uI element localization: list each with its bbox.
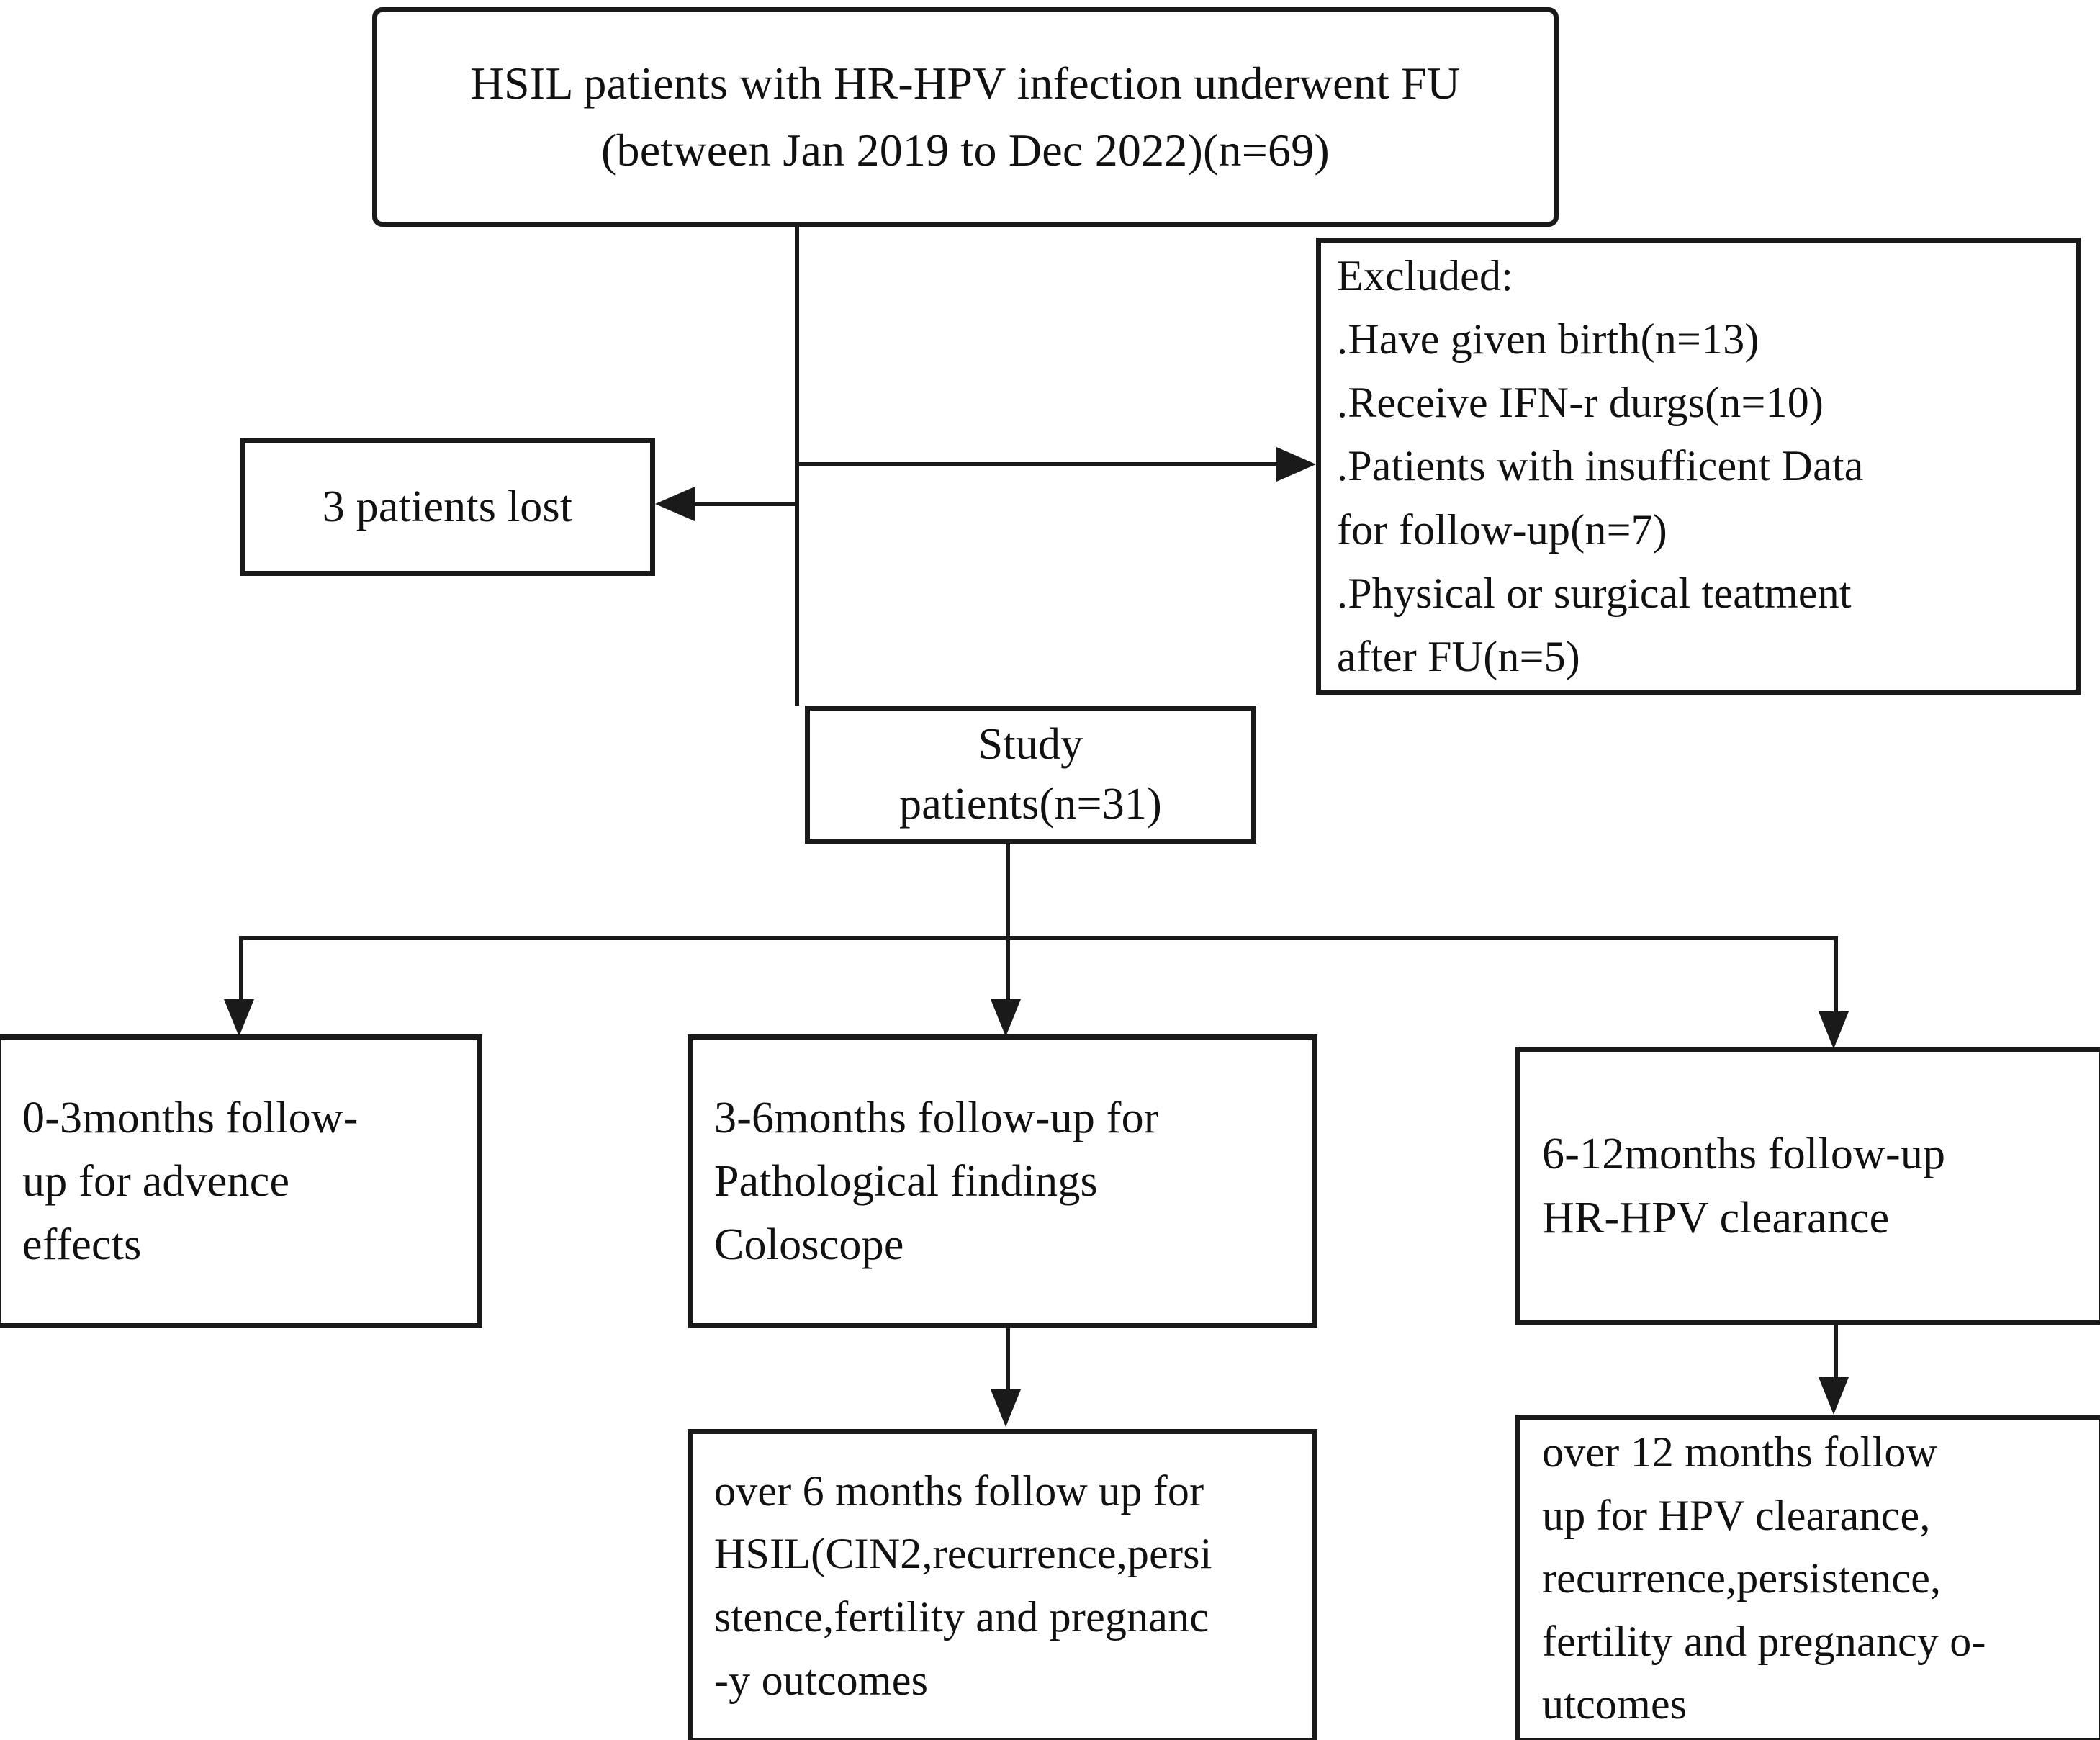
- edge-study-branch-bus: [239, 936, 1838, 940]
- edge-root-to-lost-arrowhead: [655, 487, 695, 521]
- node-excluded-label: Excluded: .Have given birth(n=13) .Recei…: [1337, 251, 1864, 680]
- edge-root-to-lost-line: [695, 502, 799, 506]
- edge-root-to-excluded-arrowhead: [1276, 447, 1316, 482]
- edge-study-to-fu1-arrowhead: [224, 999, 254, 1037]
- edge-root-to-excluded-line: [795, 462, 1281, 466]
- edge-study-trunk: [1006, 844, 1010, 940]
- edge-study-to-fu3-line: [1834, 936, 1838, 1016]
- node-outcome-over-6-months-label: over 6 months follow up for HSIL(CIN2,re…: [714, 1466, 1212, 1704]
- node-root-cohort[interactable]: HSIL patients with HR-HPV infection unde…: [372, 7, 1559, 227]
- edge-fu2-to-out1-arrowhead: [991, 1389, 1021, 1427]
- edge-study-to-fu2-line: [1006, 936, 1010, 1004]
- edge-fu2-to-out1-line: [1006, 1328, 1010, 1394]
- node-outcome-over-12-months[interactable]: over 12 months follow up for HPV clearan…: [1515, 1415, 2100, 1740]
- node-study-patients-label: Study patients(n=31): [899, 719, 1162, 829]
- node-followup-3-6months-label: 3-6months follow-up for Pathological fin…: [714, 1093, 1159, 1270]
- node-followup-6-12months-label: 6-12months follow-up HR-HPV clearance: [1542, 1130, 1946, 1243]
- edge-fu3-to-out2-arrowhead: [1819, 1377, 1849, 1415]
- node-outcome-over-6-months[interactable]: over 6 months follow up for HSIL(CIN2,re…: [688, 1429, 1317, 1740]
- node-patients-lost[interactable]: 3 patients lost: [240, 438, 655, 576]
- node-outcome-over-12-months-label: over 12 months follow up for HPV clearan…: [1542, 1428, 1986, 1728]
- node-followup-0-3months-label: 0-3months follow- up for advence effects: [22, 1093, 359, 1270]
- edge-study-to-fu3-arrowhead: [1819, 1011, 1849, 1049]
- node-followup-0-3months[interactable]: 0-3months follow- up for advence effects: [0, 1034, 482, 1328]
- edge-study-to-fu1-line: [239, 936, 243, 1004]
- node-followup-6-12months[interactable]: 6-12months follow-up HR-HPV clearance: [1515, 1047, 2100, 1325]
- node-patients-lost-label: 3 patients lost: [322, 482, 573, 531]
- node-root-label: HSIL patients with HR-HPV infection unde…: [470, 57, 1461, 176]
- edge-study-to-fu2-arrowhead: [991, 999, 1021, 1037]
- node-followup-3-6months[interactable]: 3-6months follow-up for Pathological fin…: [688, 1034, 1317, 1328]
- edge-fu3-to-out2-line: [1834, 1325, 1838, 1382]
- node-excluded-criteria[interactable]: Excluded: .Have given birth(n=13) .Recei…: [1316, 238, 2081, 695]
- node-study-patients[interactable]: Study patients(n=31): [805, 706, 1256, 844]
